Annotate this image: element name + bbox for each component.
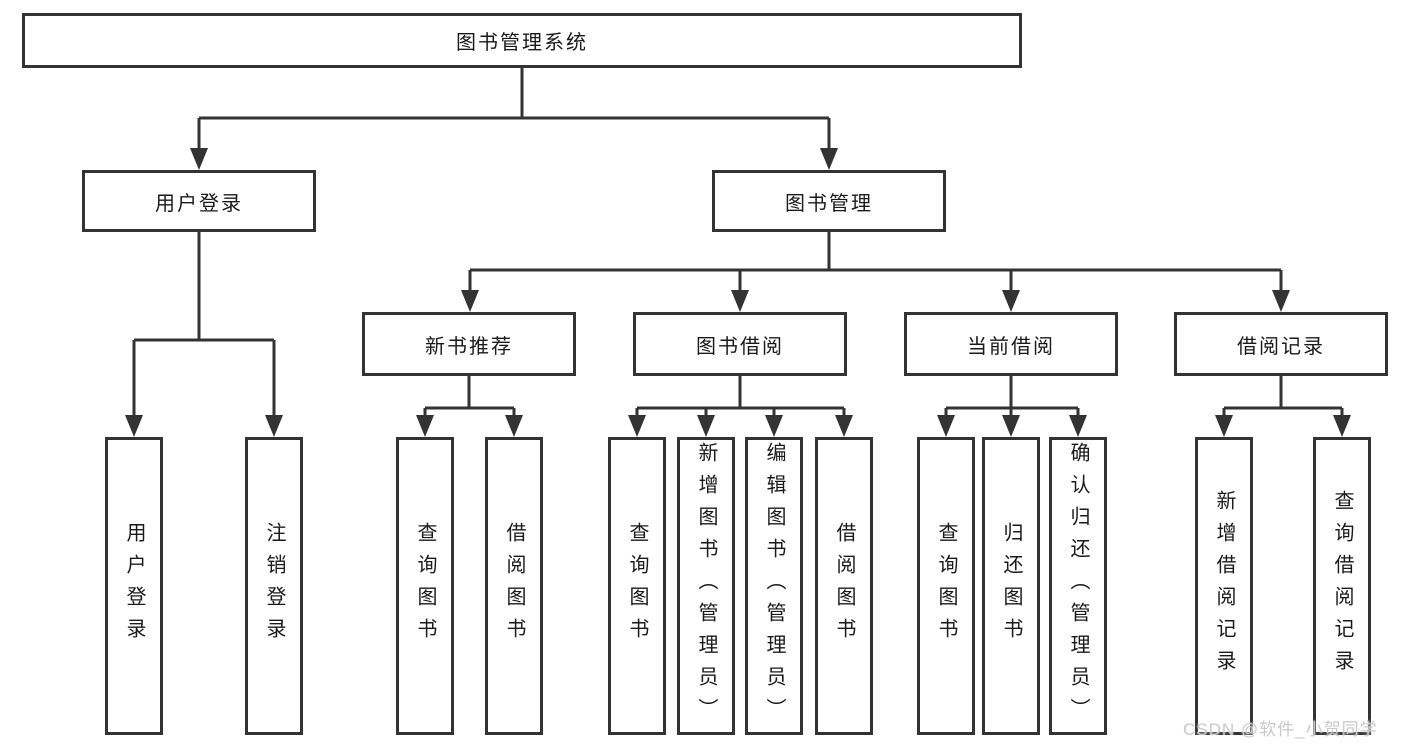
node-leaf-bookborrow-query-label: 查询图书 xyxy=(626,522,648,650)
node-leaf-current-query-label: 查询图书 xyxy=(935,522,957,650)
node-leaf-newbooks-borrow-label: 借阅图书 xyxy=(503,522,525,650)
node-new-books-label: 新书推荐 xyxy=(425,335,513,358)
node-leaf-current-confirm: 确认归还（管理员） xyxy=(1049,437,1107,735)
node-root: 图书管理系统 xyxy=(22,13,1022,68)
node-root-label: 图书管理系统 xyxy=(456,32,588,54)
node-leaf-bookborrow-add-label: 新增图书（管理员） xyxy=(695,442,717,730)
node-book-borrow-label: 图书借阅 xyxy=(696,335,784,358)
node-book-mgmt: 图书管理 xyxy=(712,170,946,232)
node-leaf-records-query-label: 查询借阅记录 xyxy=(1331,490,1353,682)
node-book-borrow: 图书借阅 xyxy=(633,312,847,376)
node-leaf-records-query: 查询借阅记录 xyxy=(1313,437,1371,735)
node-leaf-newbooks-query: 查询图书 xyxy=(396,437,454,735)
connector-path xyxy=(132,68,1344,419)
node-leaf-login-label: 用户登录 xyxy=(123,522,145,650)
node-leaf-current-confirm-label: 确认归还（管理员） xyxy=(1067,442,1089,730)
node-leaf-bookborrow-edit-label: 编辑图书（管理员） xyxy=(763,442,785,730)
node-leaf-logout: 注销登录 xyxy=(245,437,303,735)
node-leaf-current-query: 查询图书 xyxy=(917,437,975,735)
node-leaf-logout-label: 注销登录 xyxy=(263,522,285,650)
node-user-login-label: 用户登录 xyxy=(155,192,243,215)
node-current-borrow: 当前借阅 xyxy=(904,312,1118,376)
node-leaf-bookborrow-query: 查询图书 xyxy=(608,437,666,735)
node-leaf-bookborrow-edit: 编辑图书（管理员） xyxy=(745,437,803,735)
node-user-login: 用户登录 xyxy=(82,170,316,232)
arrowheads xyxy=(125,148,1351,437)
node-leaf-records-add-label: 新增借阅记录 xyxy=(1213,490,1235,682)
node-leaf-bookborrow-borrow: 借阅图书 xyxy=(815,437,873,735)
node-leaf-current-return: 归还图书 xyxy=(982,437,1040,735)
node-current-borrow-label: 当前借阅 xyxy=(967,335,1055,358)
watermark: CSDN @软件_小贺同学 xyxy=(1183,720,1378,739)
node-leaf-bookborrow-add: 新增图书（管理员） xyxy=(677,437,735,735)
node-new-books: 新书推荐 xyxy=(362,312,576,376)
node-leaf-newbooks-query-label: 查询图书 xyxy=(414,522,436,650)
node-book-mgmt-label: 图书管理 xyxy=(785,192,873,215)
node-borrow-records-label: 借阅记录 xyxy=(1237,335,1325,358)
node-leaf-records-add: 新增借阅记录 xyxy=(1195,437,1253,735)
node-leaf-login: 用户登录 xyxy=(105,437,163,735)
node-leaf-newbooks-borrow: 借阅图书 xyxy=(485,437,543,735)
node-leaf-current-return-label: 归还图书 xyxy=(1000,522,1022,650)
node-borrow-records: 借阅记录 xyxy=(1174,312,1388,376)
node-leaf-bookborrow-borrow-label: 借阅图书 xyxy=(833,522,855,650)
